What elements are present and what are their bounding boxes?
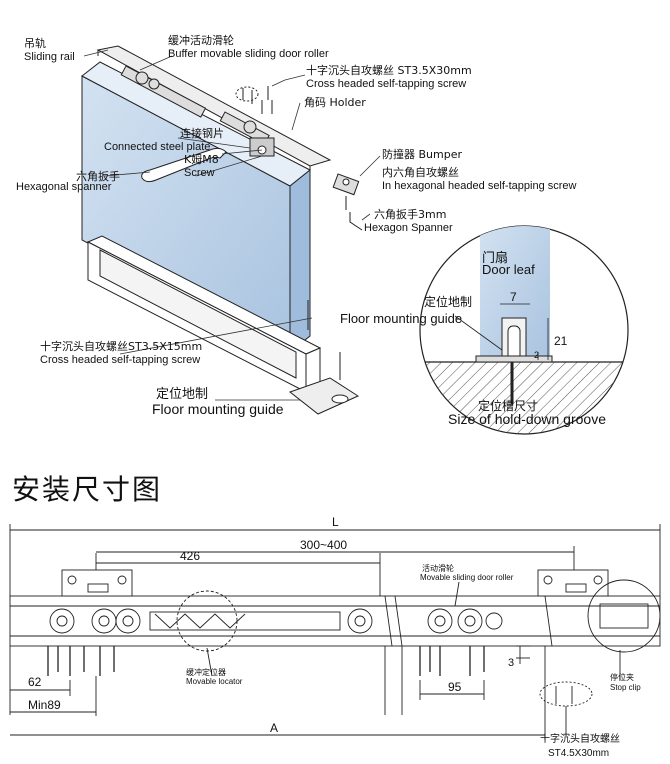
bottom-screw-spec-label: ST4.5X30mm bbox=[548, 748, 609, 759]
locator-en-label: Movable locator bbox=[186, 677, 243, 686]
hex-spanner bbox=[141, 147, 227, 183]
dim-A-label: A bbox=[270, 721, 278, 735]
dimension-drawing bbox=[9, 524, 661, 740]
hex-screw-cn-label: 内六角自攻螺丝 bbox=[382, 165, 459, 179]
dim-95-label: 95 bbox=[448, 680, 462, 694]
leader-lines bbox=[83, 49, 381, 401]
section-title: 安装尺寸图 bbox=[12, 473, 163, 506]
roller-cn-label: 缓冲活动滑轮 bbox=[168, 33, 234, 47]
bumper bbox=[332, 173, 363, 231]
locator-cn-label: 缓冲定位器 bbox=[186, 667, 226, 677]
dim-2-label: 2 bbox=[534, 350, 539, 360]
bottom-screw-cn-label: 十字沉头自攻螺丝 bbox=[540, 732, 620, 745]
screw-word-label: Screw bbox=[184, 167, 215, 179]
spanner-cn-label: 六角扳手 bbox=[76, 169, 120, 183]
rail-en-label: Sliding rail bbox=[24, 51, 75, 63]
bumper-label: 防撞器 Bumper bbox=[382, 147, 462, 161]
stopclip-cn-label: 停位夹 bbox=[610, 672, 634, 682]
door-assembly bbox=[81, 45, 363, 415]
dim-3-label: 3 bbox=[508, 657, 514, 669]
hex-screw-en-label: In hexagonal headed self-tapping screw bbox=[382, 180, 577, 192]
screw-top-cn-label: 十字沉头自攻螺丝 ST3.5X30mm bbox=[306, 63, 472, 77]
movable-roller-en-label: Movable sliding door roller bbox=[420, 573, 514, 582]
stop-clip-detail bbox=[587, 579, 661, 653]
screw-bottom-cn-label: 十字沉头自攻螺丝ST3.5X15mm bbox=[40, 339, 202, 353]
hex3-cn-label: 六角扳手3mm bbox=[374, 207, 446, 221]
dim-426-label: 426 bbox=[180, 549, 200, 563]
spanner-en-label: Hexagonal spanner bbox=[16, 181, 112, 193]
door-leaf-en-label: Door leaf bbox=[482, 262, 535, 277]
dim-300-label: 300~400 bbox=[300, 538, 347, 552]
dim-21-label: 21 bbox=[554, 334, 568, 348]
buffer-locator bbox=[149, 590, 373, 652]
door-leaf-cn-label: 门扇 bbox=[482, 250, 508, 266]
stopclip-en-label: Stop clip bbox=[610, 683, 641, 692]
screw-top-en-label: Cross headed self-tapping screw bbox=[306, 78, 466, 90]
floor-guide bbox=[288, 377, 360, 415]
guide-cn-right-label: 定位地制 bbox=[424, 294, 472, 309]
top-screws bbox=[235, 86, 273, 114]
dim-62-label: 62 bbox=[28, 675, 42, 689]
guide-cn-label: 定位地制 bbox=[156, 387, 208, 402]
groove-detail bbox=[419, 225, 629, 435]
roller-hardware bbox=[120, 65, 275, 157]
steel-cn-label: 连接钢片 bbox=[180, 127, 224, 140]
movable-roller-cn-label: 活动滑轮 bbox=[422, 563, 454, 573]
glass-door-side bbox=[289, 168, 311, 354]
right-roller bbox=[427, 608, 503, 634]
groove-en-label: Size of hold-down groove bbox=[448, 411, 606, 427]
guide-en-label: Floor mounting guide bbox=[152, 401, 284, 417]
hex3-en-label: Hexagon Spanner bbox=[364, 222, 453, 234]
dim-L-label: L bbox=[332, 515, 339, 529]
dim-7-label: 7 bbox=[510, 290, 517, 304]
left-roller bbox=[49, 608, 141, 634]
dim-min89-label: Min89 bbox=[28, 698, 61, 712]
km8-label: K姆M8 bbox=[184, 152, 219, 166]
holder-label: 角码 Holder bbox=[304, 96, 366, 109]
guide-en-right-label: Floor mounting guide bbox=[340, 311, 462, 326]
roller-en-label: Buffer movable sliding door roller bbox=[168, 48, 329, 60]
screw-bottom-en-label: Cross headed self-tapping screw bbox=[40, 354, 200, 366]
rail-cn-label: 吊轨 bbox=[24, 36, 46, 50]
groove-cn-label: 定位槽尺寸 bbox=[478, 398, 538, 413]
steel-en-label: Connected steel plate bbox=[104, 141, 210, 153]
